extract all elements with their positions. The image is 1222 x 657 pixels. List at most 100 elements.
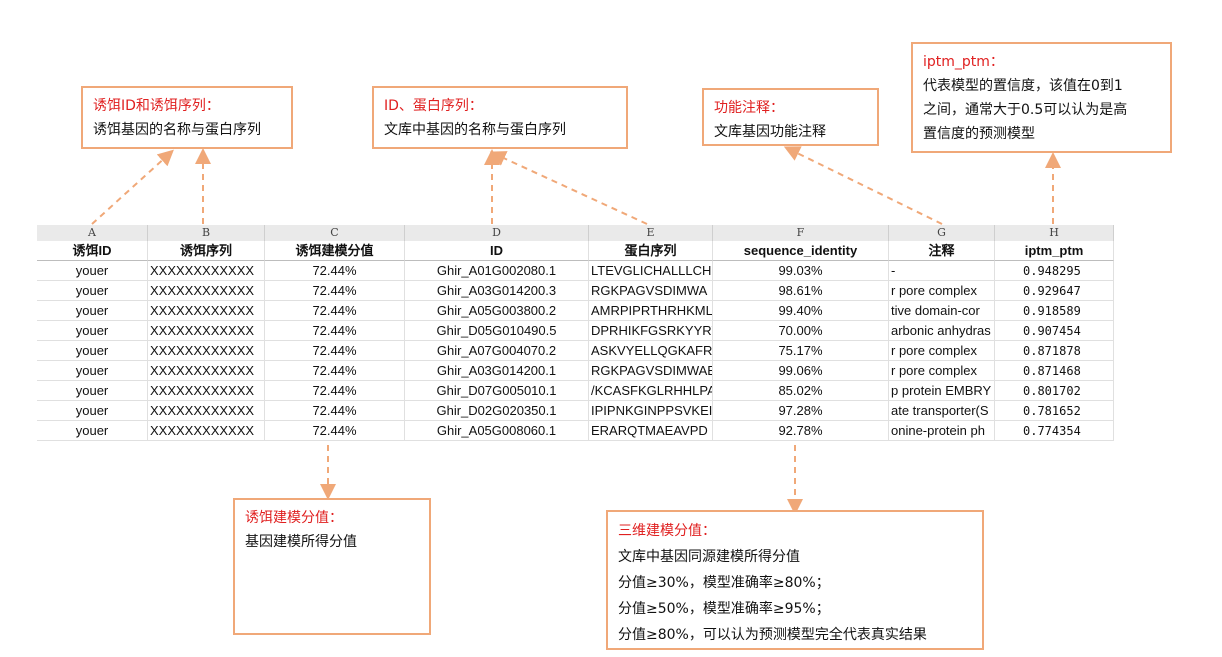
cell-id[interactable]: Ghir_A03G014200.3	[405, 281, 589, 301]
cell-bait-id[interactable]: youer	[37, 381, 148, 401]
cell-bait-score[interactable]: 72.44%	[265, 401, 405, 421]
note-func-title: 功能注释：	[714, 100, 784, 116]
cell-sequence-identity[interactable]: 92.78%	[713, 421, 889, 441]
arrow-col-g	[783, 146, 943, 225]
cell-annotation[interactable]: tive domain-cor	[889, 301, 995, 321]
cell-bait-score[interactable]: 72.44%	[265, 361, 405, 381]
cell-bait-id[interactable]: youer	[37, 421, 148, 441]
cell-bait-id[interactable]: youer	[37, 281, 148, 301]
note-id-seq: ID、蛋白序列： 文库中基因的名称与蛋白序列	[372, 86, 628, 149]
cell-bait-seq[interactable]: XXXXXXXXXXXX	[148, 381, 265, 401]
cell-sequence-identity[interactable]: 99.03%	[713, 261, 889, 281]
cell-bait-seq[interactable]: XXXXXXXXXXXX	[148, 401, 265, 421]
cell-annotation[interactable]: r pore complex	[889, 341, 995, 361]
cell-bait-id[interactable]: youer	[37, 301, 148, 321]
column-letter-g[interactable]: G	[889, 225, 995, 241]
column-letter-a[interactable]: A	[37, 225, 148, 241]
header-annotation[interactable]: 注释	[889, 241, 995, 261]
note-tri-line-3: 分值≥50%，模型准确率≥95%；	[618, 601, 830, 617]
cell-protein-seq[interactable]: LTEVGLICHALLLCH	[589, 261, 713, 281]
header-bait-score[interactable]: 诱饵建模分值	[265, 241, 405, 261]
cell-bait-score[interactable]: 72.44%	[265, 421, 405, 441]
cell-iptm-ptm[interactable]: 0.918589	[995, 301, 1114, 321]
note-iptm-line-3: 置信度的预测模型	[923, 126, 1035, 142]
cell-annotation[interactable]: p protein EMBRY	[889, 381, 995, 401]
column-letter-c[interactable]: C	[265, 225, 405, 241]
cell-id[interactable]: Ghir_A07G004070.2	[405, 341, 589, 361]
cell-id[interactable]: Ghir_D07G005010.1	[405, 381, 589, 401]
cell-iptm-ptm[interactable]: 0.774354	[995, 421, 1114, 441]
column-letter-b[interactable]: B	[148, 225, 265, 241]
cell-iptm-ptm[interactable]: 0.948295	[995, 261, 1114, 281]
cell-protein-seq[interactable]: RGKPAGVSDIMWA	[589, 281, 713, 301]
header-protein-seq[interactable]: 蛋白序列	[589, 241, 713, 261]
cell-bait-score[interactable]: 72.44%	[265, 321, 405, 341]
cell-annotation[interactable]: arbonic anhydras	[889, 321, 995, 341]
cell-protein-seq[interactable]: DPRHIKFGSRKYYRY	[589, 321, 713, 341]
cell-protein-seq[interactable]: ASKVYELLQGKAFRS	[589, 341, 713, 361]
cell-bait-seq[interactable]: XXXXXXXXXXXX	[148, 261, 265, 281]
cell-bait-seq[interactable]: XXXXXXXXXXXX	[148, 361, 265, 381]
cell-bait-score[interactable]: 72.44%	[265, 341, 405, 361]
cell-sequence-identity[interactable]: 75.17%	[713, 341, 889, 361]
cell-annotation[interactable]: r pore complex	[889, 281, 995, 301]
cell-iptm-ptm[interactable]: 0.871878	[995, 341, 1114, 361]
cell-annotation[interactable]: onine-protein ph	[889, 421, 995, 441]
cell-bait-id[interactable]: youer	[37, 261, 148, 281]
header-bait-seq[interactable]: 诱饵序列	[148, 241, 265, 261]
column-letter-e[interactable]: E	[589, 225, 713, 241]
arrow-col-a	[91, 149, 174, 225]
header-bait-id[interactable]: 诱饵ID	[37, 241, 148, 261]
note-score-line: 基因建模所得分值	[245, 534, 357, 550]
cell-annotation[interactable]: ate transporter(S	[889, 401, 995, 421]
cell-sequence-identity[interactable]: 98.61%	[713, 281, 889, 301]
cell-bait-score[interactable]: 72.44%	[265, 301, 405, 321]
cell-id[interactable]: Ghir_D02G020350.1	[405, 401, 589, 421]
cell-iptm-ptm[interactable]: 0.871468	[995, 361, 1114, 381]
note-tri: 三维建模分值： 文库中基因同源建模所得分值 分值≥30%，模型准确率≥80%； …	[606, 510, 984, 650]
cell-id[interactable]: Ghir_D05G010490.5	[405, 321, 589, 341]
cell-id[interactable]: Ghir_A05G003800.2	[405, 301, 589, 321]
cell-sequence-identity[interactable]: 70.00%	[713, 321, 889, 341]
cell-bait-score[interactable]: 72.44%	[265, 381, 405, 401]
cell-sequence-identity[interactable]: 99.40%	[713, 301, 889, 321]
cell-bait-id[interactable]: youer	[37, 401, 148, 421]
cell-bait-id[interactable]: youer	[37, 341, 148, 361]
cell-iptm-ptm[interactable]: 0.781652	[995, 401, 1114, 421]
column-letter-d[interactable]: D	[405, 225, 589, 241]
cell-annotation[interactable]: r pore complex	[889, 361, 995, 381]
cell-protein-seq[interactable]: AMRPIPRTHRHKML	[589, 301, 713, 321]
cell-bait-id[interactable]: youer	[37, 321, 148, 341]
cell-sequence-identity[interactable]: 85.02%	[713, 381, 889, 401]
cell-iptm-ptm[interactable]: 0.801702	[995, 381, 1114, 401]
header-id[interactable]: ID	[405, 241, 589, 261]
cell-annotation[interactable]: -	[889, 261, 995, 281]
note-func: 功能注释： 文库基因功能注释	[702, 88, 879, 146]
cell-bait-seq[interactable]: XXXXXXXXXXXX	[148, 421, 265, 441]
cell-id[interactable]: Ghir_A03G014200.1	[405, 361, 589, 381]
cell-id[interactable]: Ghir_A01G002080.1	[405, 261, 589, 281]
cell-sequence-identity[interactable]: 97.28%	[713, 401, 889, 421]
cell-bait-seq[interactable]: XXXXXXXXXXXX	[148, 301, 265, 321]
note-iptm-title: iptm_ptm：	[923, 54, 1004, 70]
cell-bait-id[interactable]: youer	[37, 361, 148, 381]
cell-protein-seq[interactable]: IPIPNKGINPPSVKEIF	[589, 401, 713, 421]
header-iptm-ptm[interactable]: iptm_ptm	[995, 241, 1114, 261]
column-letter-h[interactable]: H	[995, 225, 1114, 241]
cell-iptm-ptm[interactable]: 0.929647	[995, 281, 1114, 301]
cell-bait-score[interactable]: 72.44%	[265, 261, 405, 281]
header-sequence-identity[interactable]: sequence_identity	[713, 241, 889, 261]
cell-sequence-identity[interactable]: 99.06%	[713, 361, 889, 381]
cell-bait-seq[interactable]: XXXXXXXXXXXX	[148, 281, 265, 301]
cell-bait-seq[interactable]: XXXXXXXXXXXX	[148, 341, 265, 361]
cell-id[interactable]: Ghir_A05G008060.1	[405, 421, 589, 441]
cell-protein-seq[interactable]: ERARQTMAEAVPD	[589, 421, 713, 441]
column-letter-f[interactable]: F	[713, 225, 889, 241]
cell-bait-score[interactable]: 72.44%	[265, 281, 405, 301]
cell-bait-seq[interactable]: XXXXXXXXXXXX	[148, 321, 265, 341]
cell-protein-seq[interactable]: RGKPAGVSDIMWAE	[589, 361, 713, 381]
cell-protein-seq[interactable]: /KCASFKGLRHHLPA	[589, 381, 713, 401]
cell-iptm-ptm[interactable]: 0.907454	[995, 321, 1114, 341]
